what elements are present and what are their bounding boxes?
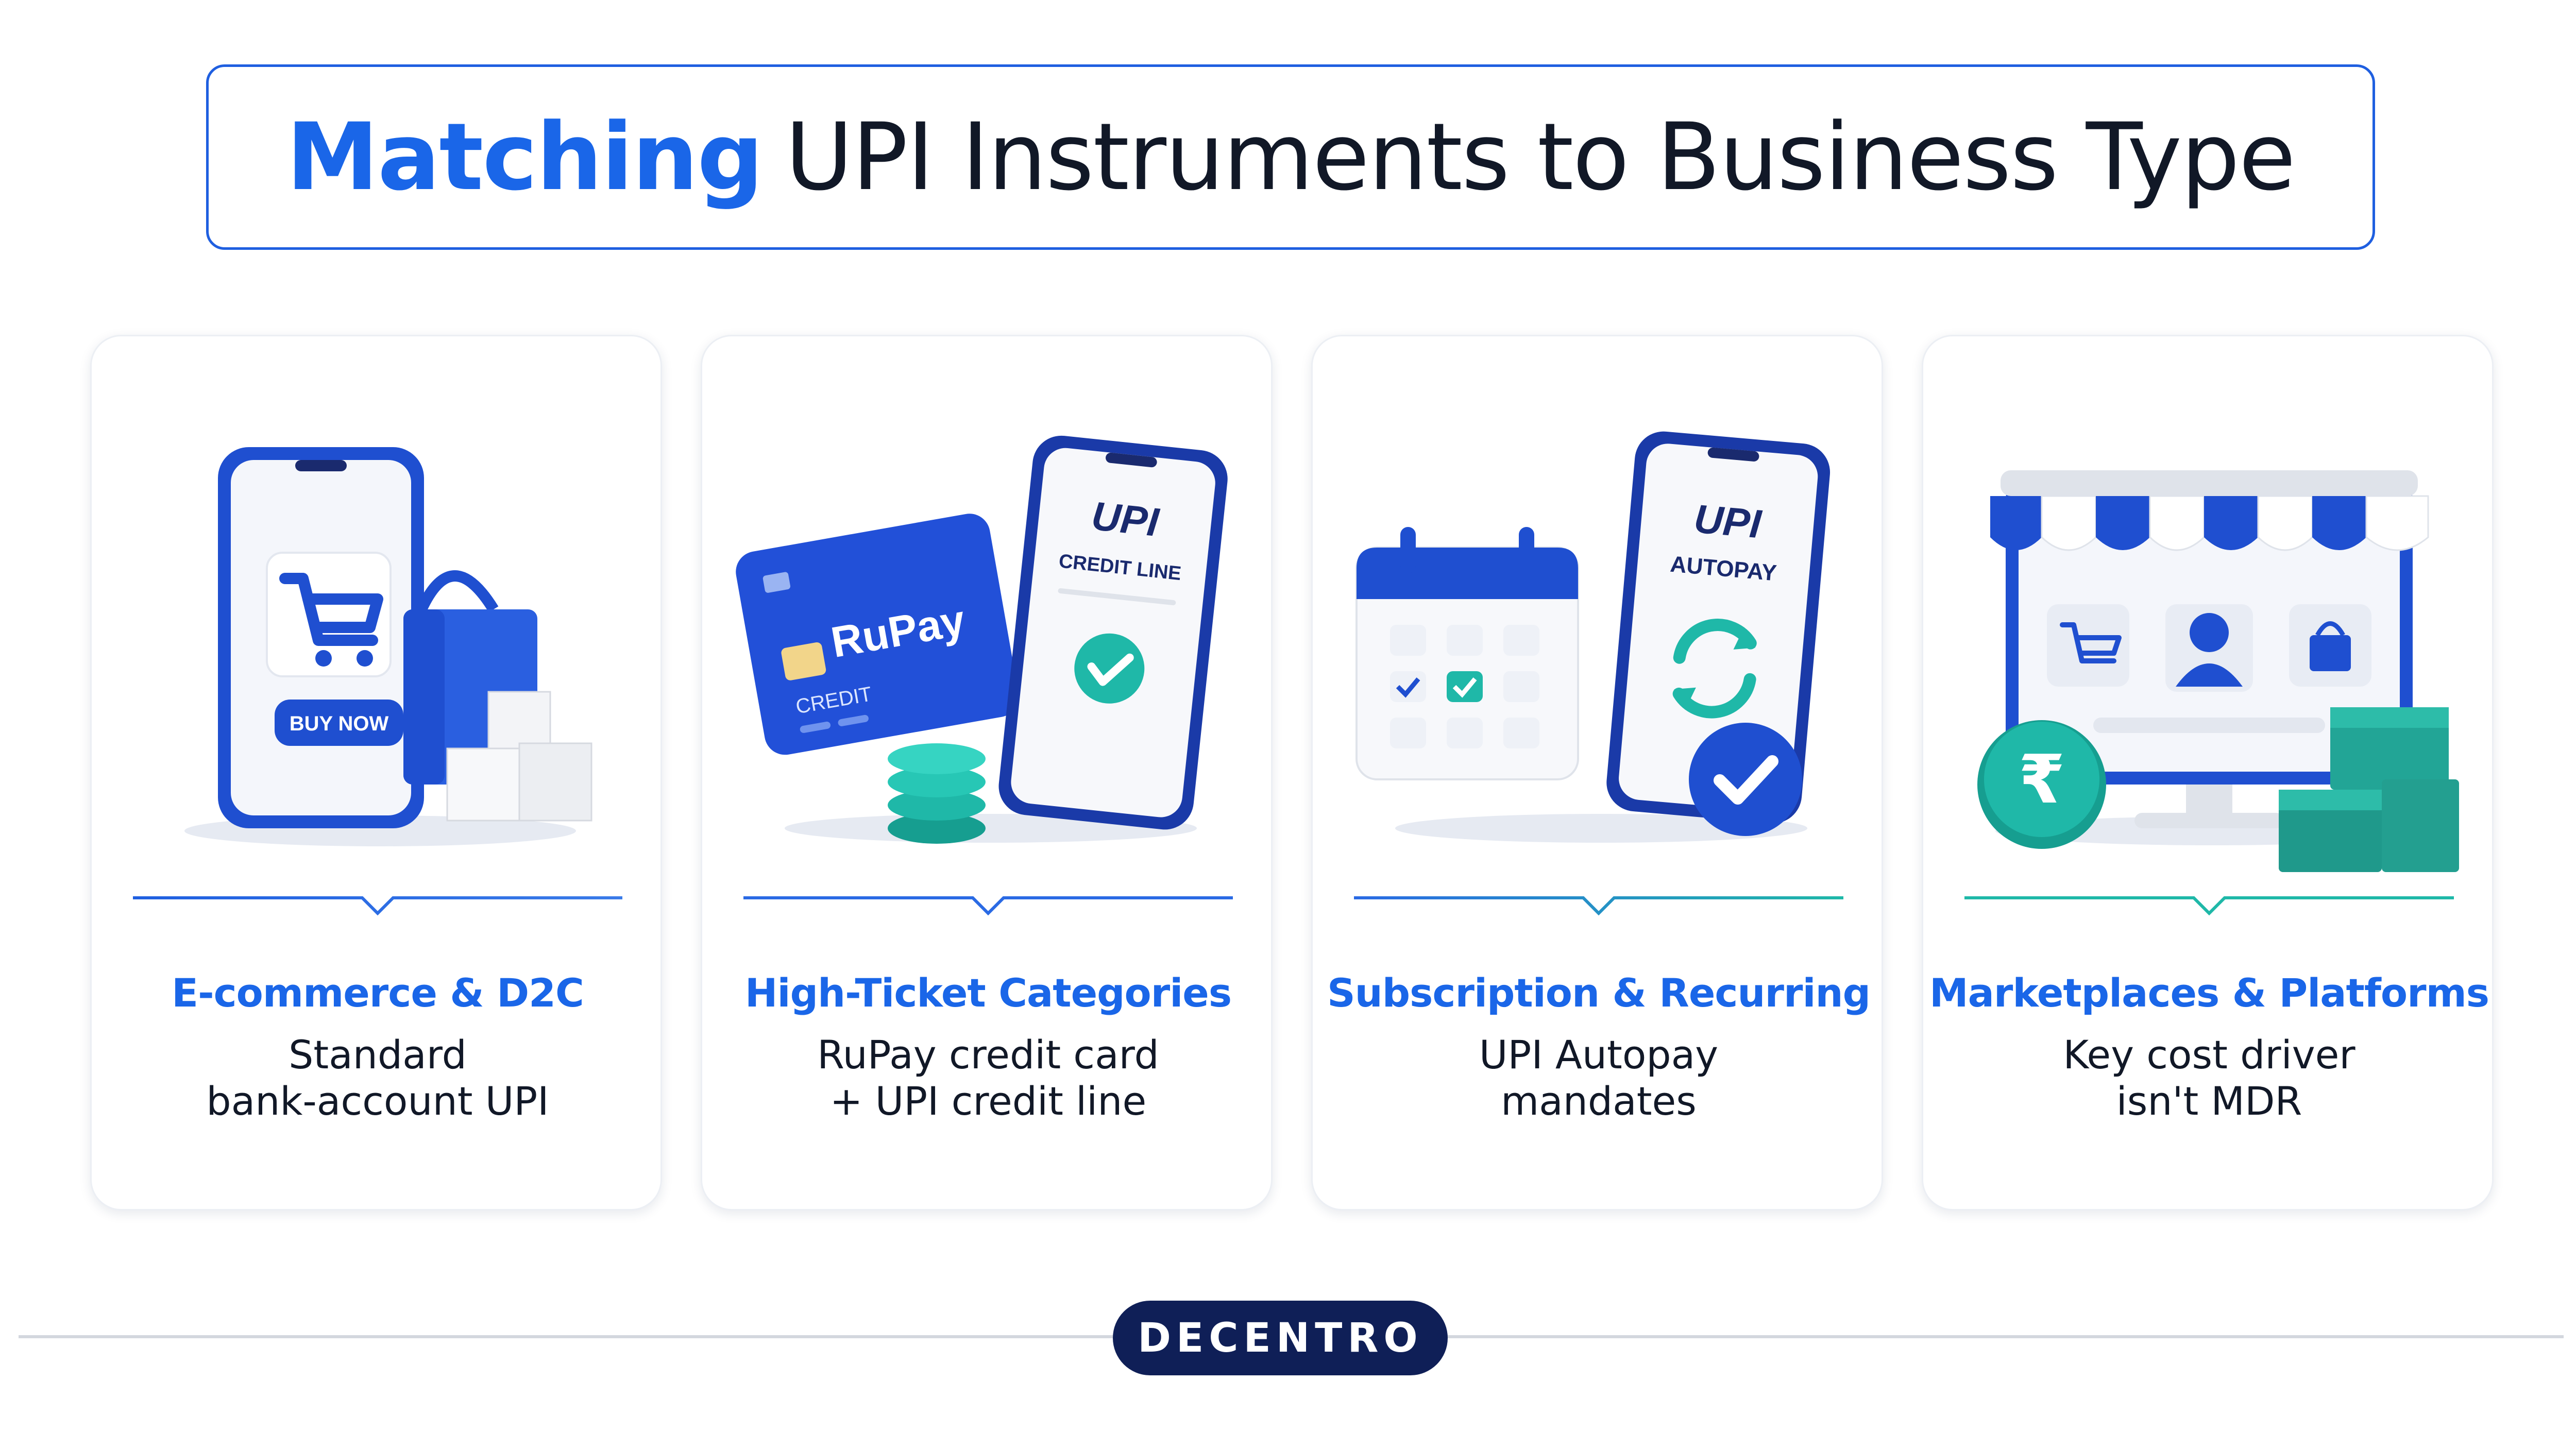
divider-chevron bbox=[133, 896, 622, 916]
card-title: Subscription & Recurring bbox=[1327, 970, 1871, 1016]
high-ticket-illustration: RuPay CREDIT UPI CREDIT LINE bbox=[736, 435, 1228, 844]
check-badge-icon bbox=[1689, 723, 1802, 836]
smartphone-icon: UPI CREDIT LINE bbox=[998, 435, 1228, 830]
svg-text:UPI: UPI bbox=[1692, 496, 1764, 547]
svg-text:₹: ₹ bbox=[2019, 740, 2065, 819]
rupee-coin-icon: ₹ bbox=[1977, 720, 2106, 849]
divider-chevron bbox=[1964, 896, 2454, 916]
boxes-icon bbox=[2279, 707, 2459, 872]
calendar-icon bbox=[1355, 527, 1579, 780]
check-circle-icon bbox=[1074, 633, 1145, 704]
marketplace-illustration: ₹ bbox=[1977, 470, 2459, 872]
title-highlight: Matching bbox=[286, 103, 764, 211]
bag-icon bbox=[2310, 621, 2351, 671]
subscription-illustration: UPI AUTOPAY bbox=[1355, 431, 1831, 843]
cart-icon bbox=[2060, 622, 2122, 663]
divider-chevron bbox=[743, 896, 1233, 916]
awning-icon bbox=[1990, 470, 2429, 551]
card-title: E-commerce & D2C bbox=[172, 970, 584, 1016]
title-rest: UPI Instruments to Business Type bbox=[785, 103, 2296, 211]
logo-text: DECENTRO bbox=[1138, 1315, 1423, 1361]
ecommerce-illustration: BUY NOW bbox=[184, 447, 592, 846]
coin-stack-icon bbox=[888, 743, 986, 844]
shopping-cart-icon bbox=[279, 573, 383, 646]
divider-chevron bbox=[1354, 896, 1843, 916]
card-title: Marketplaces & Platforms bbox=[1929, 970, 2489, 1016]
decentro-logo: DECENTRO bbox=[1113, 1301, 1448, 1375]
card-title: High-Ticket Categories bbox=[744, 970, 1232, 1016]
card-marketplaces: ₹ Marketplaces & Platforms Key cost driv… bbox=[1922, 335, 2494, 1211]
card-description: RuPay credit card+ UPI credit line bbox=[817, 1032, 1159, 1124]
boxes-icon bbox=[446, 691, 592, 822]
svg-text:UPI: UPI bbox=[1090, 493, 1162, 545]
card-subscription: UPI AUTOPAY Subscription & Recurring UPI… bbox=[1311, 335, 1883, 1211]
user-icon bbox=[2176, 613, 2243, 687]
card-high-ticket: RuPay CREDIT UPI CREDIT LINE High-Ticket… bbox=[701, 335, 1273, 1211]
smartphone-icon: UPI AUTOPAY bbox=[1606, 431, 1831, 824]
buy-now-button: BUY NOW bbox=[275, 700, 403, 746]
svg-text:BUY NOW: BUY NOW bbox=[290, 712, 389, 735]
credit-card-icon: RuPay CREDIT bbox=[736, 514, 1019, 755]
